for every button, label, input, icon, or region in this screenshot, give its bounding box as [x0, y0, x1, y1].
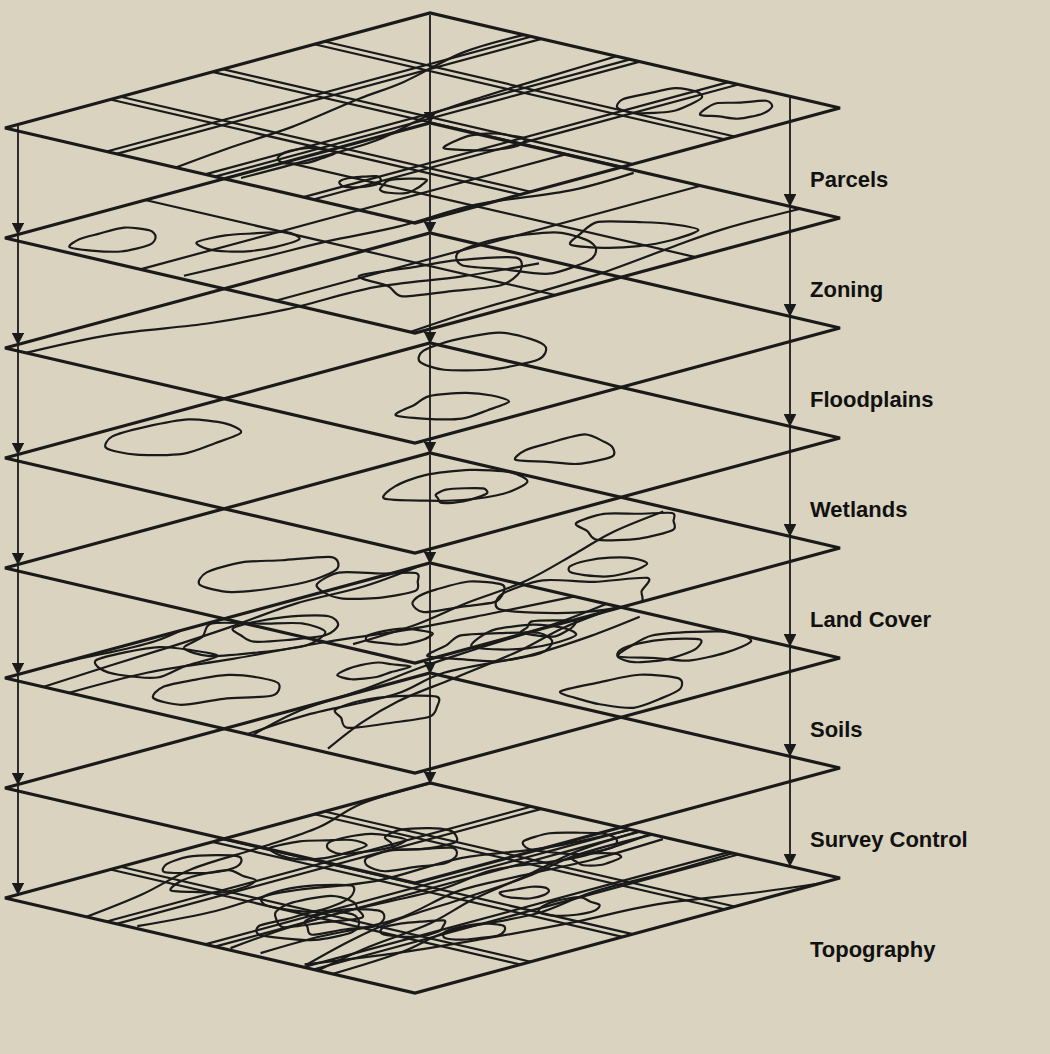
projection-arrow [789, 537, 791, 645]
layer-label: Land Cover [806, 606, 935, 633]
map-layer [5, 13, 840, 223]
projection-arrow [429, 125, 431, 233]
layer-label: Wetlands [806, 496, 911, 523]
layer-label: Floodplains [806, 386, 937, 413]
projection-arrow [429, 235, 431, 343]
projection-arrow [17, 456, 19, 564]
map-layer [5, 673, 840, 883]
projection-arrow [429, 345, 431, 453]
projection-arrow [789, 757, 791, 865]
projection-arrow [17, 346, 19, 454]
projection-arrow [429, 455, 431, 563]
projection-arrow [789, 427, 791, 535]
map-layer [5, 783, 840, 993]
projection-arrow [17, 676, 19, 784]
projection-arrow [789, 317, 791, 425]
projection-arrow [17, 126, 19, 234]
layer-label: Parcels [806, 166, 892, 193]
map-layers [0, 13, 840, 993]
projection-arrow [17, 236, 19, 344]
layer-label: Topography [806, 936, 939, 963]
projection-arrow [789, 207, 791, 315]
projection-arrow [17, 566, 19, 674]
projection-arrow [429, 565, 431, 673]
projection-arrow [429, 15, 431, 123]
projection-arrow [789, 647, 791, 755]
projection-arrow [789, 97, 791, 205]
projection-arrow [429, 675, 431, 783]
projection-arrow [17, 786, 19, 894]
layer-label: Soils [806, 716, 867, 743]
layer-label: Survey Control [806, 826, 972, 853]
layer-label: Zoning [806, 276, 887, 303]
map-layer [5, 343, 840, 553]
map-layer [5, 453, 840, 663]
projection-arrows [18, 15, 790, 894]
map-layer [5, 123, 840, 333]
map-layer [0, 560, 840, 773]
